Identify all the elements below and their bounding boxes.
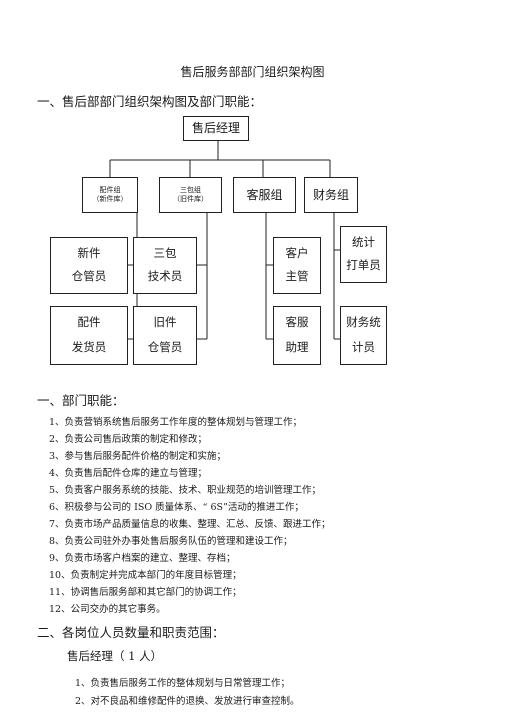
duty-item: 8、负责公司驻外办事处售后服务队伍的管理和建设工作；	[49, 536, 293, 547]
duty-item: 6、积极参与公司的 ISO 质量体系、“ 6S”活动的推进工作；	[49, 502, 304, 513]
position-title: 售后经理（ 1 人）	[67, 649, 163, 663]
org-node-parts-group: 配件组 （新件库）	[82, 177, 138, 213]
org-node-sanbao-tech-line1: 三包	[153, 245, 177, 260]
section-heading-positions: 二、各岗位人员数量和职责范围：	[37, 625, 225, 640]
position-duty-item: 2、对不良品和维修配件的退换、发放进行审查控制。	[75, 696, 300, 707]
org-node-parts-issue-line1: 配件	[77, 315, 101, 330]
org-node-new-parts-line2: 仓管员	[71, 269, 107, 284]
section-heading-duties: 一、部门职能：	[37, 393, 125, 408]
duty-item: 2、负责公司售后政策的制定和修改；	[49, 434, 208, 445]
org-node-sanbao-group: 三包组 （旧件库）	[159, 177, 222, 213]
org-node-sanbao-tech-line2: 技术员	[147, 269, 183, 284]
org-node-manager: 售后经理	[183, 116, 249, 141]
duty-item: 1、负责营销系统售后服务工作年度的整体规划与管理工作；	[49, 417, 303, 428]
org-node-parts-line2: （新件库）	[92, 195, 128, 203]
org-node-customer-supervisor: 客户主管	[273, 237, 321, 294]
org-node-fin-stat-line1: 财务统	[346, 315, 381, 330]
position-duty-item: 1、负责售后服务工作的整体规划与日常管理工作；	[75, 678, 291, 689]
org-node-service-label: 客服组	[246, 187, 283, 202]
duty-item: 4、负责售后配件仓库的建立与管理；	[49, 468, 208, 479]
org-node-service-group: 客服组	[233, 177, 296, 213]
org-node-cust-mgr-line2: 主管	[285, 269, 309, 284]
duty-item: 5、负责客户服务系统的技能、技术、职业规范的培训管理工作；	[49, 485, 322, 496]
org-node-old-parts-line2: 仓管员	[147, 339, 183, 354]
org-node-manager-label: 售后经理	[191, 121, 240, 136]
org-node-sanbao-technician: 三包技术员	[133, 237, 197, 294]
org-node-old-parts-line1: 旧件	[153, 315, 177, 330]
org-node-cust-mgr-line1: 客户	[285, 245, 309, 260]
org-node-fin-stat-line2: 计员	[352, 339, 375, 354]
document-title: 售后服务部部门组织架构图	[180, 65, 325, 79]
section-heading-org-chart: 一、售后部部门组织架构图及部门职能：	[37, 94, 263, 109]
org-node-sanbao-line2: （旧件库）	[173, 195, 208, 203]
org-node-stat-line1: 统计	[352, 234, 375, 249]
org-node-stat-line2: 打单员	[346, 258, 381, 273]
duty-item: 10、负责制定并完成本部门的年度目标管理；	[49, 570, 242, 581]
org-node-new-parts-line1: 新件	[77, 245, 101, 260]
org-node-parts-line1: 配件组	[99, 185, 121, 194]
org-node-new-parts-keeper: 新件仓管员	[50, 237, 128, 294]
org-node-parts-issue-line2: 发货员	[71, 339, 107, 354]
org-node-finance-statistician: 财务统计员	[340, 306, 387, 365]
duty-item: 9、负责市场客户档案的建立、整理、存档；	[49, 553, 236, 564]
org-node-finance-label: 财务组	[312, 187, 349, 202]
org-node-cs-assist-line1: 客服	[285, 315, 309, 330]
org-node-cs-assistant: 客服助理	[273, 306, 321, 365]
duty-item: 11、协调售后服务部和其它部门的协调工作；	[49, 587, 242, 598]
duty-item: 12、公司交办的其它事务。	[49, 604, 166, 615]
org-node-cs-assist-line2: 助理	[285, 339, 309, 354]
org-node-statistics-clerk: 统计打单员	[340, 226, 387, 283]
org-node-sanbao-line1: 三包组	[180, 185, 201, 194]
org-node-old-parts-keeper: 旧件仓管员	[133, 306, 197, 365]
org-node-parts-shipper: 配件发货员	[50, 306, 128, 365]
duty-item: 3、参与售后服务配件价格的制定和实施；	[49, 451, 227, 462]
org-node-finance-group: 财务组	[304, 177, 358, 213]
duty-item: 7、负责市场产品质量信息的收集、整理、汇总、反馈、跟进工作；	[49, 519, 331, 530]
